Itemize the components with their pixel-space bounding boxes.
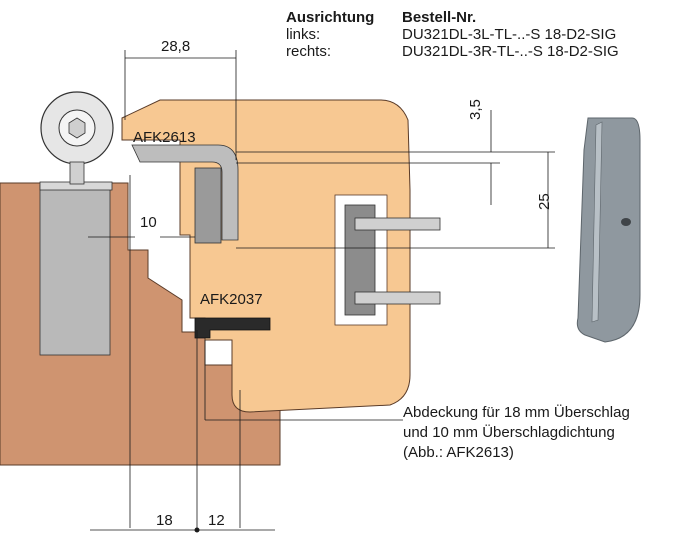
caption-line-3: (Abb.: AFK2613) xyxy=(403,444,514,461)
seal-afk2037 xyxy=(194,317,271,339)
row-right-orientation: rechts: xyxy=(286,43,332,60)
cover-insert xyxy=(194,167,222,244)
header-orientation: Ausrichtung xyxy=(286,9,375,26)
cover-part-hole xyxy=(621,218,631,226)
dimension-10: 10 xyxy=(140,214,157,231)
lock-pin-top xyxy=(354,217,441,231)
hinge-neck xyxy=(69,161,85,185)
cover-part-rib xyxy=(591,121,603,323)
caption-line-2: und 10 mm Überschlagdichtung xyxy=(403,424,615,441)
dimension-12: 12 xyxy=(208,512,225,529)
cover-part-3d xyxy=(576,117,641,343)
sash-profile xyxy=(121,99,411,413)
dimension-25: 25 xyxy=(536,193,553,210)
hinge-block xyxy=(39,184,111,356)
lock-pin-bottom xyxy=(354,291,441,305)
cover-afk2613 xyxy=(131,144,239,241)
dimension-origin xyxy=(194,527,200,533)
row-left-orientation: links: xyxy=(286,26,321,43)
label-afk2037: AFK2037 xyxy=(200,291,263,308)
dimension-18: 18 xyxy=(156,512,173,529)
label-afk2613: AFK2613 xyxy=(133,129,196,146)
hex-socket xyxy=(68,117,86,139)
header-order-no: Bestell-Nr. xyxy=(402,9,477,26)
caption-line-1: Abdeckung für 18 mm Überschlag xyxy=(403,404,630,421)
row-left-order-no: DU321DL-3L-TL-..-S 18-D2-SIG xyxy=(402,26,617,43)
dimension-lines xyxy=(88,50,555,531)
dimension-3-5: 3,5 xyxy=(467,99,484,120)
dimension-28-8: 28,8 xyxy=(161,38,191,55)
row-right-order-no: DU321DL-3R-TL-..-S 18-D2-SIG xyxy=(402,43,619,60)
